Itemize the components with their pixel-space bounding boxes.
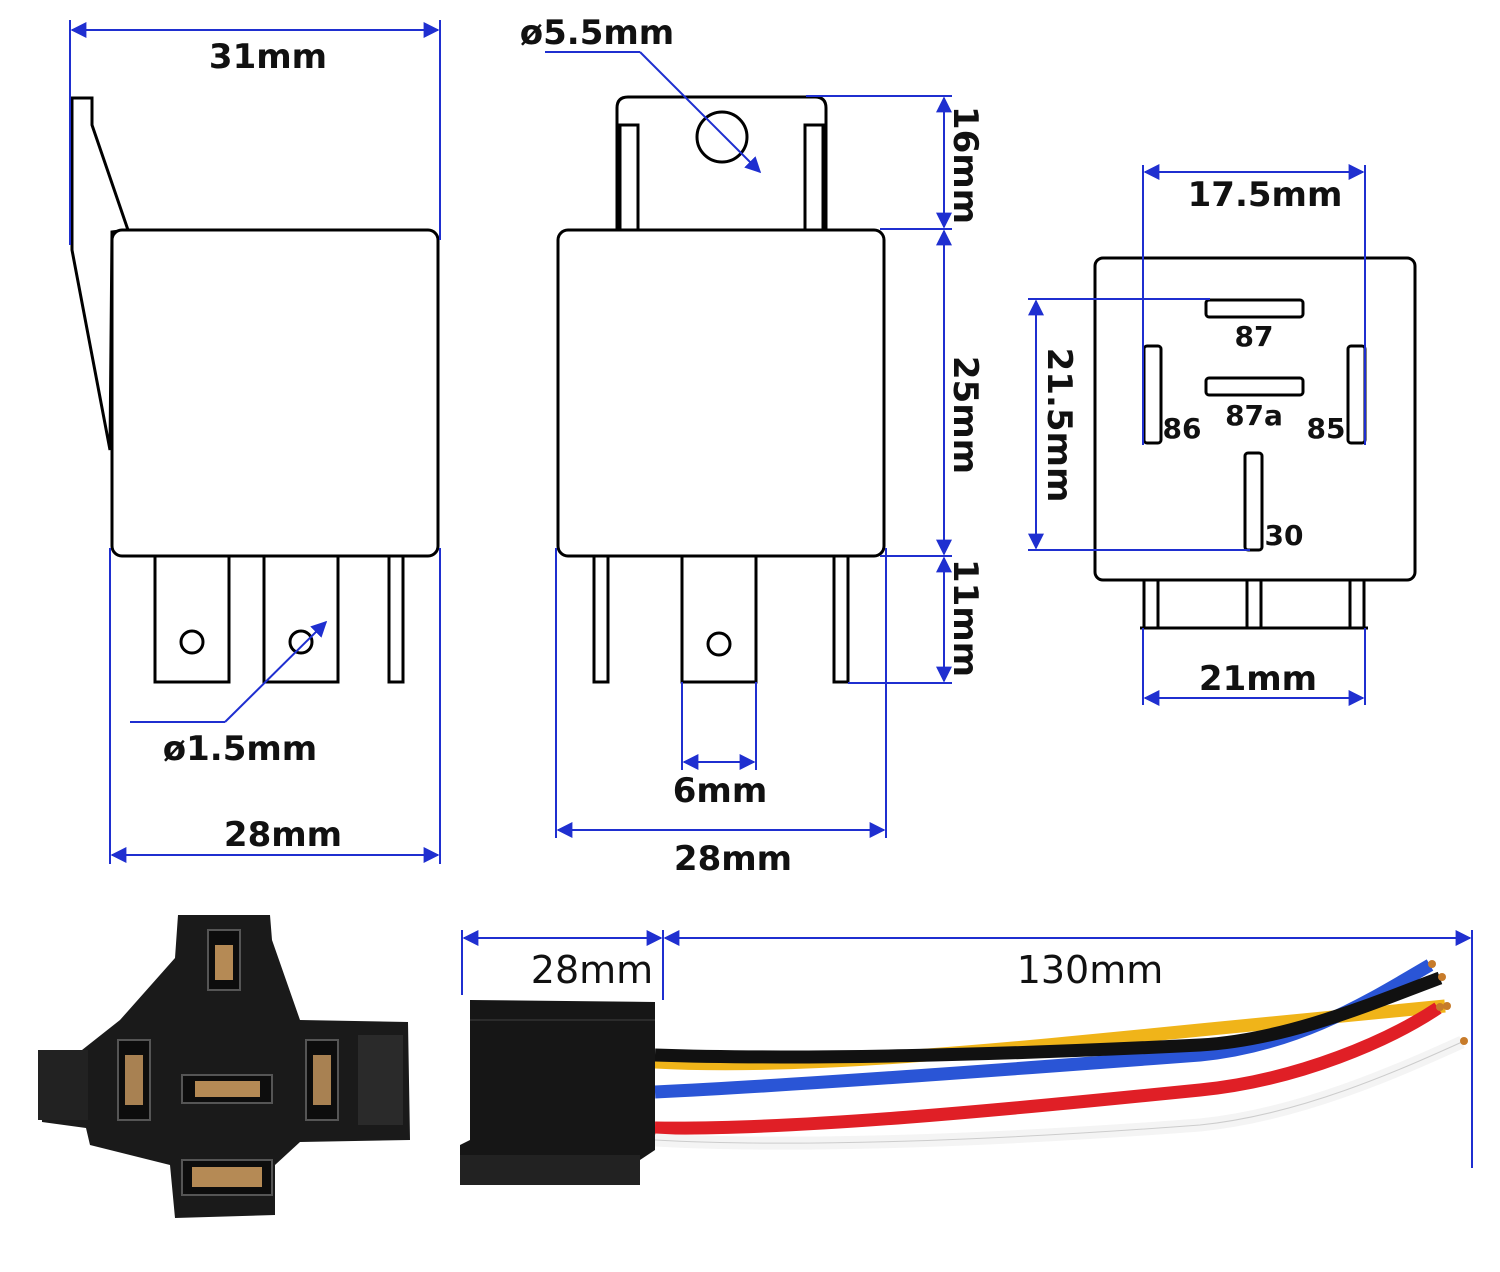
front-pin-right bbox=[832, 554, 850, 684]
socket-terminal-top bbox=[207, 929, 241, 991]
bottom-stub-middle bbox=[1245, 578, 1263, 630]
front-body-height-label: 25mm bbox=[945, 356, 985, 474]
front-hole-diameter-label: ø5.5mm bbox=[520, 13, 674, 53]
bottom-width-label: 21mm bbox=[1199, 659, 1317, 699]
bottom-stub-left bbox=[1142, 578, 1160, 630]
side-bottom-width-label: 28mm bbox=[224, 815, 342, 855]
front-bracket-hole bbox=[695, 110, 749, 164]
harness-socket-width-label: 28mm bbox=[531, 948, 653, 992]
bottom-height-label: 21.5mm bbox=[1039, 348, 1079, 503]
side-pin-1 bbox=[153, 554, 231, 684]
pin-87a-label: 87a bbox=[1225, 399, 1283, 432]
side-pin-1-hole bbox=[179, 629, 205, 655]
pin-30-label: 30 bbox=[1265, 519, 1304, 552]
side-top-width-label: 31mm bbox=[209, 37, 327, 77]
front-pin-center bbox=[680, 554, 758, 684]
front-pin-length-label: 11mm bbox=[945, 559, 985, 677]
harness-wire-length-label: 130mm bbox=[1017, 948, 1164, 992]
pin-86-label: 86 bbox=[1163, 412, 1202, 445]
wire-black bbox=[654, 971, 1443, 1064]
bottom-stub-right bbox=[1348, 578, 1366, 630]
pin-87-label: 87 bbox=[1235, 320, 1274, 353]
bottom-pin-spacing-label: 17.5mm bbox=[1188, 175, 1343, 215]
front-bracket-left-leg bbox=[618, 123, 640, 232]
socket-terminal-left bbox=[117, 1039, 151, 1121]
harness-socket-body bbox=[460, 1000, 655, 1185]
pin-85-label: 85 bbox=[1307, 412, 1346, 445]
front-pin-center-hole bbox=[706, 631, 732, 657]
side-pin-3 bbox=[387, 554, 405, 684]
front-bracket-right-leg bbox=[803, 123, 825, 232]
pin-87 bbox=[1204, 298, 1305, 319]
socket-terminal-bottom bbox=[181, 1159, 273, 1196]
front-bracket-height-label: 16mm bbox=[945, 106, 985, 224]
wire-red bbox=[654, 1002, 1442, 1135]
front-body-width-label: 28mm bbox=[674, 839, 792, 879]
side-pin-2 bbox=[262, 554, 340, 684]
front-pin-width-label: 6mm bbox=[673, 771, 768, 811]
harness-view: 28mm 130mm bbox=[460, 930, 1473, 1185]
socket-terminal-center bbox=[181, 1074, 273, 1104]
socket-front-view bbox=[38, 915, 410, 1218]
pin-85 bbox=[1346, 344, 1367, 445]
pin-86 bbox=[1142, 344, 1163, 445]
side-pin-2-hole bbox=[288, 629, 314, 655]
socket-left-clip bbox=[38, 1050, 88, 1120]
pin-30 bbox=[1243, 451, 1264, 552]
bottom-view: 87 87a 86 85 30 17.5mm 21.5mm 21mm bbox=[1028, 164, 1417, 706]
socket-body bbox=[40, 915, 410, 1218]
side-body bbox=[110, 228, 440, 558]
front-body bbox=[556, 228, 886, 558]
front-view: ø5.5mm 16mm 25mm 11mm 6mm 28mm bbox=[520, 13, 985, 879]
front-pin-left bbox=[592, 554, 610, 684]
side-hole-diameter-label: ø1.5mm bbox=[163, 729, 317, 769]
pin-87a bbox=[1204, 376, 1305, 397]
socket-terminal-right bbox=[305, 1039, 339, 1121]
side-view: 31mm 28mm ø1.5mm bbox=[69, 20, 441, 864]
